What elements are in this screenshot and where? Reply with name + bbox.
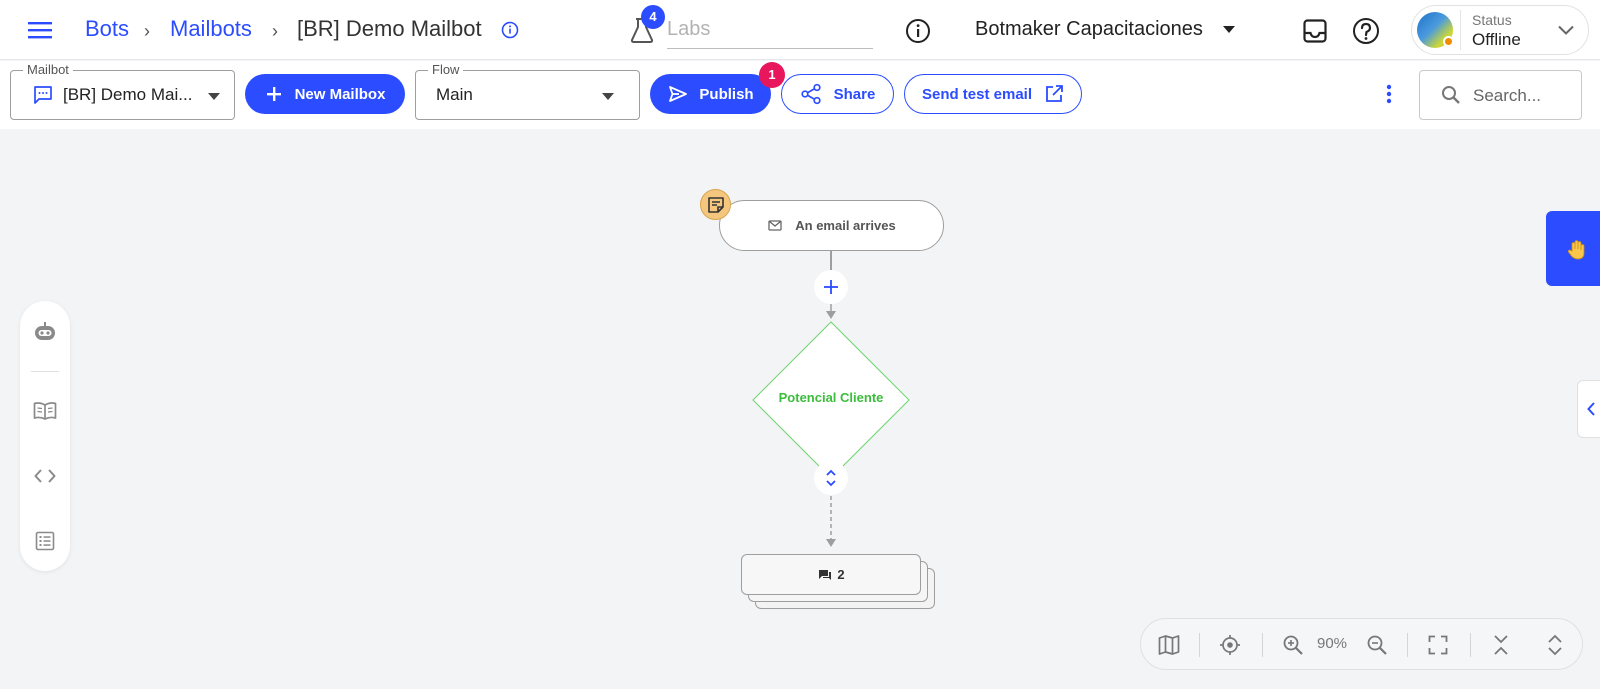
- help-icon[interactable]: [1351, 16, 1381, 46]
- zoom-divider: [1407, 633, 1408, 657]
- collapse-icon[interactable]: [1489, 633, 1513, 657]
- expand-icon[interactable]: [1543, 633, 1567, 657]
- message-stack[interactable]: 2: [741, 554, 921, 595]
- add-step-button[interactable]: [814, 270, 848, 304]
- search-box[interactable]: Search...: [1419, 70, 1582, 120]
- status-selector[interactable]: Status Offline: [1411, 5, 1589, 55]
- note-icon[interactable]: [700, 189, 731, 220]
- bot-icon[interactable]: [32, 319, 58, 345]
- status-value: Offline: [1472, 30, 1521, 49]
- external-link-icon: [1044, 84, 1064, 104]
- expand-branch-button[interactable]: [814, 461, 848, 495]
- rail-divider: [31, 371, 59, 372]
- account-selector[interactable]: Botmaker Capacitaciones: [975, 18, 1203, 40]
- info-icon[interactable]: [500, 20, 520, 40]
- status-dot: [1443, 36, 1454, 47]
- code-icon[interactable]: [32, 463, 58, 489]
- new-mailbox-button[interactable]: New Mailbox: [245, 74, 405, 114]
- wave-icon: [1564, 237, 1590, 263]
- share-label: Share: [833, 85, 876, 103]
- zoom-divider: [1199, 633, 1200, 657]
- zoom-divider: [1470, 633, 1471, 657]
- start-node-label: An email arrives: [795, 218, 896, 233]
- zoom-level: 90%: [1317, 635, 1348, 652]
- chevron-down-icon[interactable]: [1222, 24, 1236, 34]
- decision-node[interactable]: Potencial Cliente: [778, 390, 884, 405]
- top-bar: Bots › Mailbots › [BR] Demo Mailbot 4 La…: [0, 0, 1600, 60]
- mailbot-select[interactable]: Mailbot [BR] Demo Mai...: [10, 62, 235, 120]
- labs-count-badge: 4: [641, 5, 665, 29]
- more-vert-icon[interactable]: [1380, 81, 1398, 107]
- flow-label: Flow: [428, 62, 464, 78]
- message-count: 2: [837, 567, 845, 582]
- expand-icon: [823, 468, 839, 488]
- side-rail: [20, 301, 70, 571]
- chevron-down-icon: [1557, 23, 1575, 37]
- zoom-out-icon[interactable]: [1365, 633, 1389, 657]
- search-input[interactable]: Search...: [1473, 86, 1542, 105]
- inbox-icon[interactable]: [1301, 17, 1329, 45]
- breadcrumb-separator: ›: [144, 21, 150, 41]
- chevron-down-icon: [207, 91, 221, 101]
- mailbot-value: [BR] Demo Mai...: [63, 85, 193, 104]
- send-test-email-label: Send test email: [921, 85, 1033, 103]
- chevron-down-icon: [601, 91, 615, 101]
- divider: [1460, 10, 1461, 50]
- list-icon[interactable]: [32, 528, 58, 554]
- send-icon: [667, 84, 689, 104]
- search-icon: [1440, 84, 1462, 106]
- status-label: Status: [1472, 12, 1512, 28]
- page-title: [BR] Demo Mailbot: [297, 16, 482, 41]
- chat-icon: [817, 568, 833, 582]
- map-icon[interactable]: [1157, 633, 1181, 657]
- share-button[interactable]: Share: [781, 74, 894, 114]
- info-icon[interactable]: [904, 17, 932, 45]
- toolbar: Mailbot [BR] Demo Mai... New Mailbox Flo…: [0, 61, 1600, 129]
- flow-value: Main: [436, 85, 473, 104]
- chevron-left-icon: [1585, 401, 1597, 417]
- plus-icon: [265, 85, 283, 103]
- send-test-email-button[interactable]: Send test email: [904, 74, 1082, 114]
- zoom-controls: 90%: [1140, 618, 1583, 670]
- flow-select[interactable]: Flow Main: [415, 62, 640, 120]
- start-node[interactable]: An email arrives: [719, 200, 944, 251]
- breadcrumb-separator: ›: [272, 21, 278, 41]
- zoom-in-icon[interactable]: [1281, 633, 1305, 657]
- zoom-divider: [1262, 633, 1263, 657]
- new-mailbox-label: New Mailbox: [294, 85, 386, 103]
- breadcrumb-mailbots[interactable]: Mailbots: [170, 16, 252, 41]
- publish-label: Publish: [699, 85, 754, 103]
- menu-icon[interactable]: [26, 18, 54, 42]
- mail-icon: [767, 219, 783, 233]
- publish-count-badge: 1: [759, 62, 785, 88]
- chat-icon: [32, 84, 54, 106]
- right-panel-toggle[interactable]: [1577, 380, 1600, 438]
- help-widget-button[interactable]: [1546, 211, 1600, 286]
- plus-icon: [822, 278, 840, 296]
- book-icon[interactable]: [32, 398, 58, 424]
- locate-icon[interactable]: [1218, 633, 1242, 657]
- share-icon: [800, 83, 822, 105]
- fullscreen-icon[interactable]: [1426, 633, 1450, 657]
- publish-button[interactable]: Publish: [650, 74, 771, 114]
- mailbot-label: Mailbot: [23, 62, 73, 78]
- labs-input[interactable]: Labs: [667, 12, 873, 49]
- breadcrumb-bots[interactable]: Bots: [85, 16, 130, 41]
